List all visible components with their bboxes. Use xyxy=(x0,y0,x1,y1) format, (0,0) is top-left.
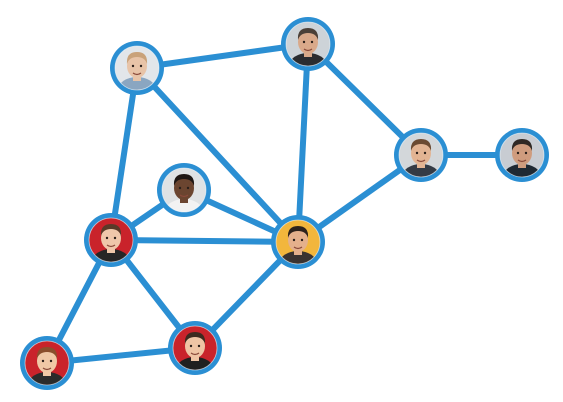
person-avatar-icon xyxy=(162,168,206,212)
node-person-4[interactable] xyxy=(84,213,138,275)
person-avatar-icon xyxy=(500,133,544,177)
person-avatar-icon xyxy=(89,218,133,262)
person-avatar-icon xyxy=(276,220,320,264)
node-person-1[interactable] xyxy=(110,41,164,103)
connection-line-person-1-person-5 xyxy=(134,65,301,245)
node-person-3[interactable] xyxy=(157,163,211,225)
connection-line-person-2-person-5 xyxy=(295,41,311,245)
person-avatar-icon xyxy=(25,341,69,385)
connections xyxy=(44,41,525,366)
connection-line-person-1-person-2 xyxy=(134,41,311,71)
node-person-7[interactable] xyxy=(495,128,549,190)
people-nodes xyxy=(20,17,549,398)
person-avatar-icon xyxy=(286,22,330,66)
person-avatar-icon xyxy=(399,133,443,177)
connection-line-person-1-person-4 xyxy=(108,65,140,243)
node-person-8[interactable] xyxy=(20,336,74,398)
person-avatar-icon xyxy=(115,46,159,90)
node-person-9[interactable] xyxy=(168,321,222,383)
connection-line-person-4-person-5 xyxy=(108,237,301,245)
node-person-5[interactable] xyxy=(271,215,325,277)
node-person-2[interactable] xyxy=(281,17,335,79)
person-avatar-icon xyxy=(173,326,217,370)
node-person-6[interactable] xyxy=(394,128,448,190)
